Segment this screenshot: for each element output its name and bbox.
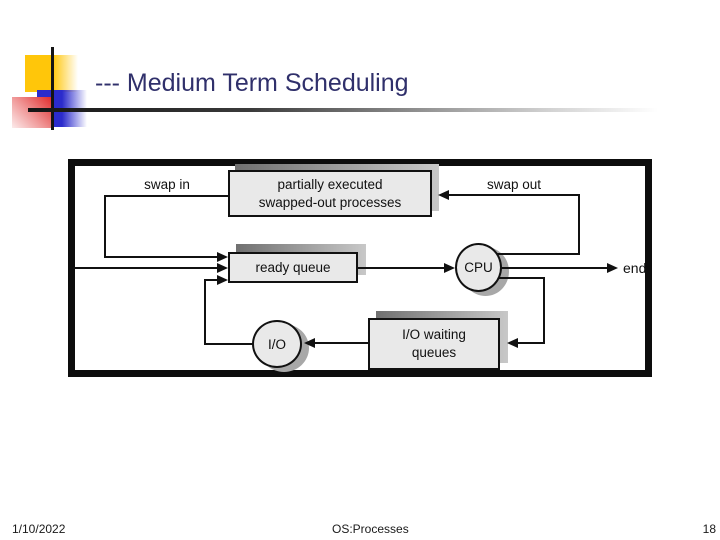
edge-cpu-ioq-top [494,277,545,279]
node-io-waiting-line2: queues [411,345,457,360]
arrowhead-swapout [438,190,449,200]
edge-swapout-vertical [578,194,580,255]
edge-cpu-end [500,267,608,269]
node-io-label: I/O [267,336,286,352]
arrowhead-swapin [217,252,228,262]
node-swapped-processes: partially executed swapped-out processes [228,170,432,217]
label-swap-in: swap in [144,177,190,192]
arrowhead-admit [217,263,228,273]
decoration-red-square [12,97,53,128]
footer-date: 1/10/2022 [12,522,66,536]
edge-cpu-ioq-vertical [543,277,545,344]
node-io-waiting-line1: I/O waiting [402,327,466,342]
node-ready-queue: ready queue [228,252,358,283]
arrowhead-io [304,338,315,348]
slide-title: --- Medium Term Scheduling [95,69,409,97]
edge-io-to-corner [204,343,256,345]
edge-ioloop-top [204,279,218,281]
edge-cpu-ioq-bottom [518,342,545,344]
edge-swapin-bottom [104,256,218,258]
arrowhead-ioloop [217,275,228,285]
node-swapped-processes-line2: swapped-out processes [258,194,402,210]
node-cpu-label: CPU [464,260,493,275]
decoration-vertical-line [51,47,54,130]
footer-course: OS:Processes [332,522,409,536]
arrowhead-cpu [444,263,455,273]
node-ready-queue-label: ready queue [255,259,331,275]
edge-ready-cpu [357,267,444,269]
label-swap-out: swap out [486,177,542,192]
arrowhead-end [607,263,618,273]
edge-swapin-vertical [104,195,106,257]
edge-admit [73,267,218,269]
edge-swapout-top [449,194,580,196]
arrowhead-ioq [507,338,518,348]
node-io-waiting: I/O waiting queues [368,318,500,370]
edge-ioq-io [315,342,368,344]
footer-page-number: 18 [702,522,716,536]
edge-swapout-bottom [494,253,580,255]
node-cpu: CPU [455,243,502,292]
edge-ioloop-vertical [204,279,206,345]
label-end: end [623,260,647,276]
edge-swapin-top [104,195,228,197]
node-swapped-processes-line1: partially executed [277,176,383,192]
node-io: I/O [252,320,302,368]
title-underline-rule [28,108,658,112]
